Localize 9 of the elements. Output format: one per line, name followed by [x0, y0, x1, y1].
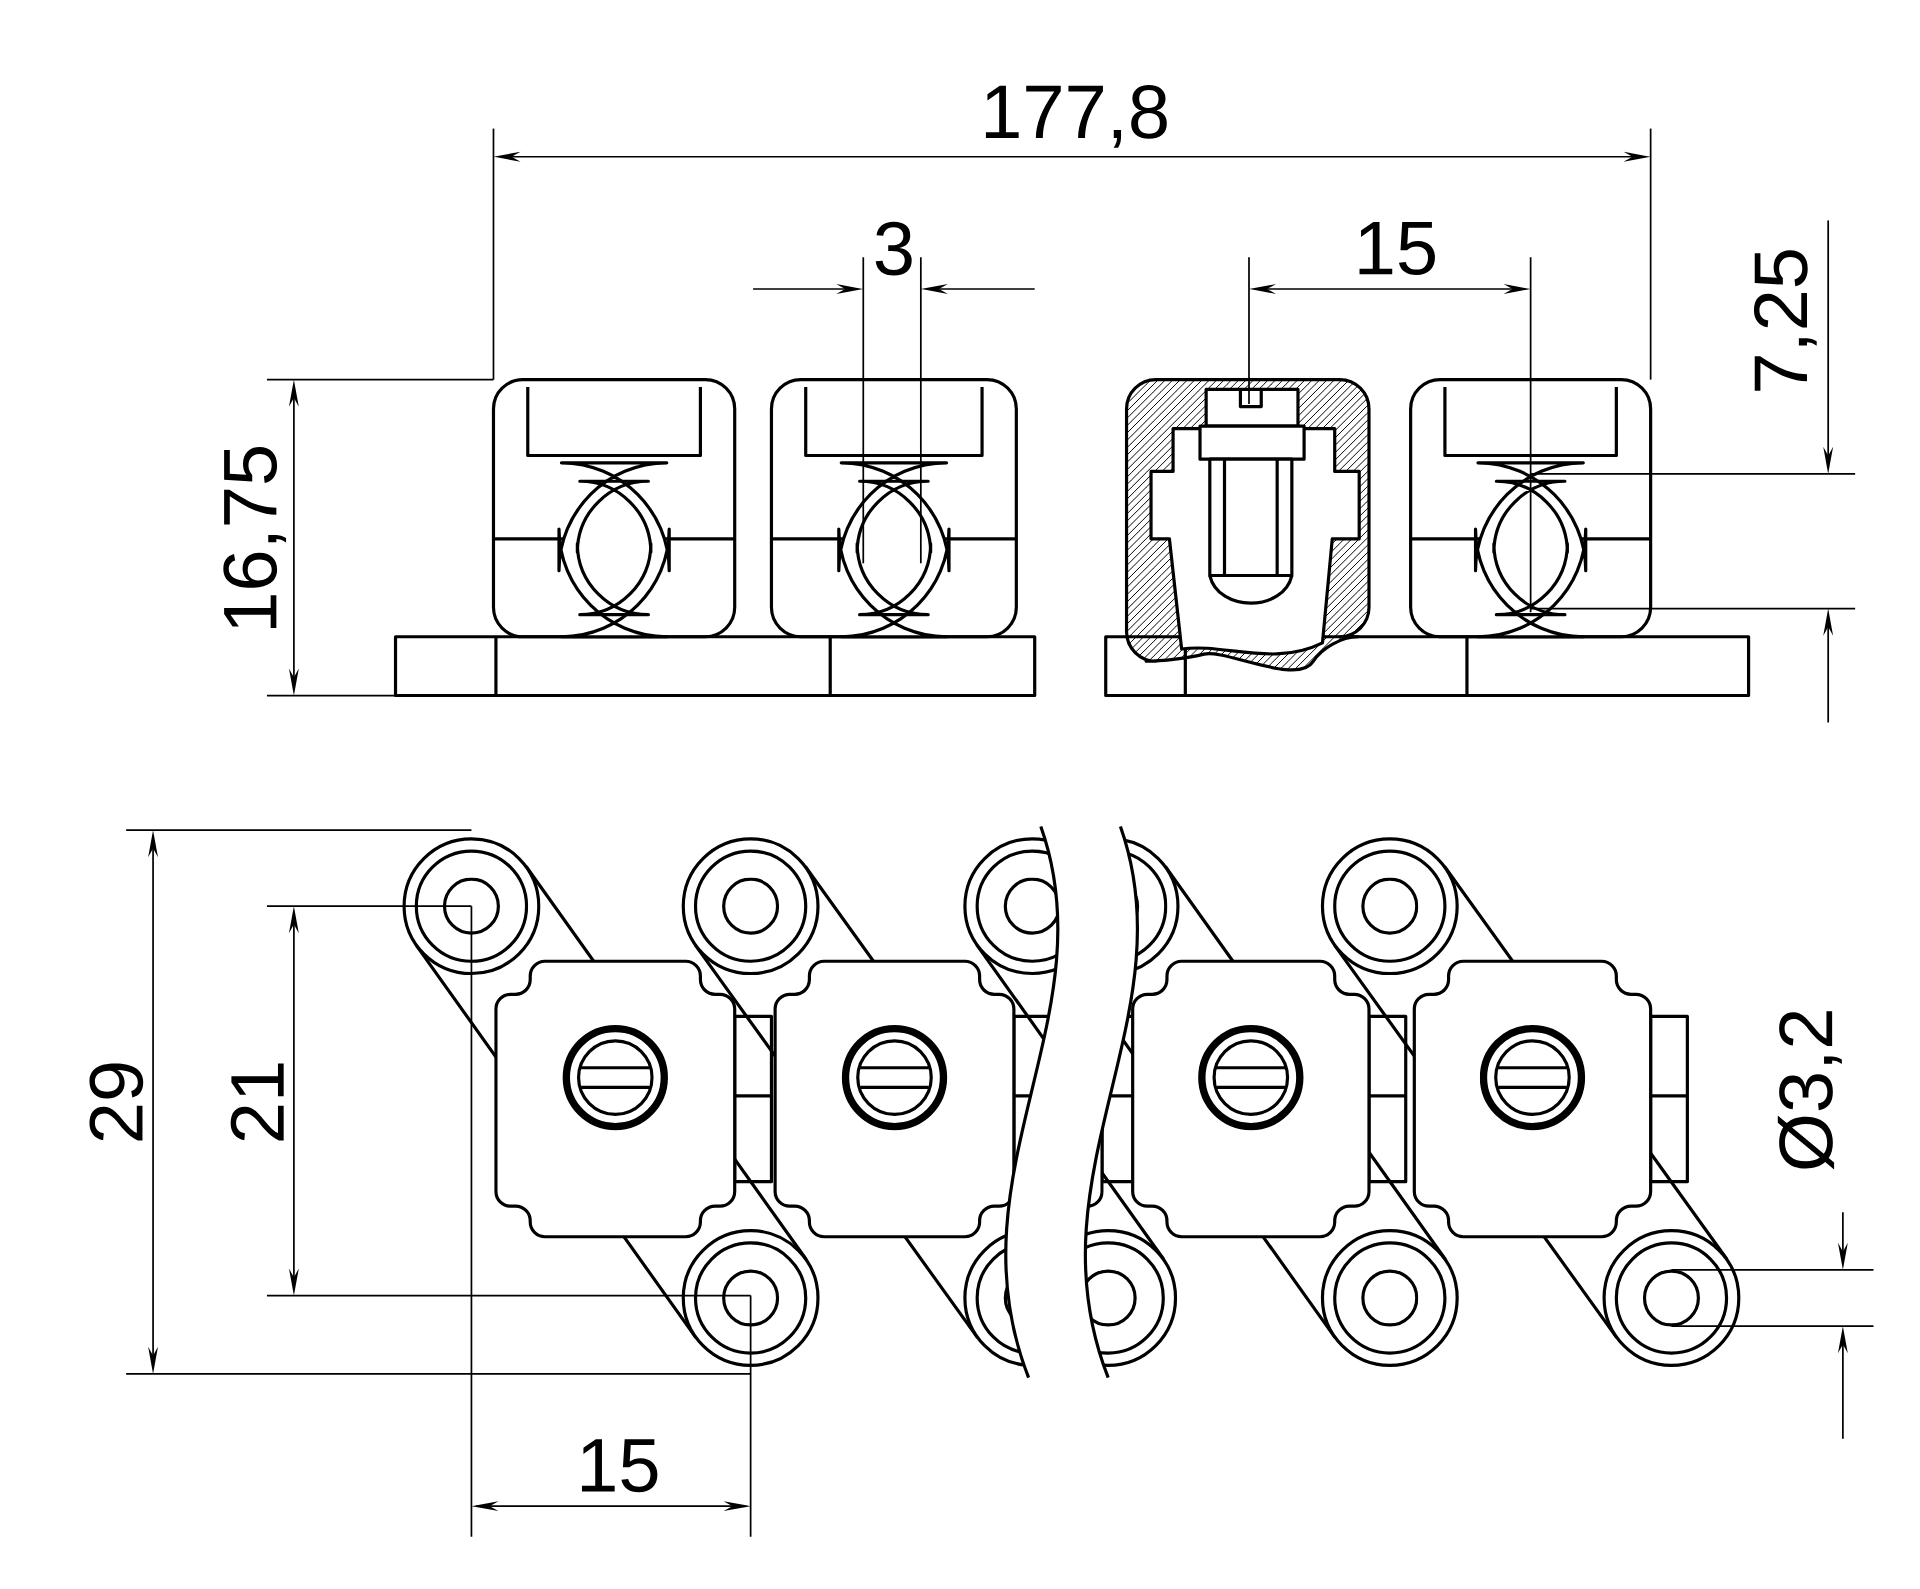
dimension-text: 3: [875, 221, 912, 276]
dimension-text: 29: [89, 1063, 144, 1141]
dimension-text: 15: [1359, 221, 1435, 275]
dimension-text: 7,25: [1753, 249, 1817, 391]
dimension-text: 177,8: [985, 84, 1167, 148]
dimension-text: 16,75: [223, 446, 287, 628]
dimension-text: 15: [581, 1439, 658, 1492]
dimension-text: Ø3,2: [1777, 1011, 1842, 1170]
dimension-text: 21: [230, 1063, 284, 1141]
